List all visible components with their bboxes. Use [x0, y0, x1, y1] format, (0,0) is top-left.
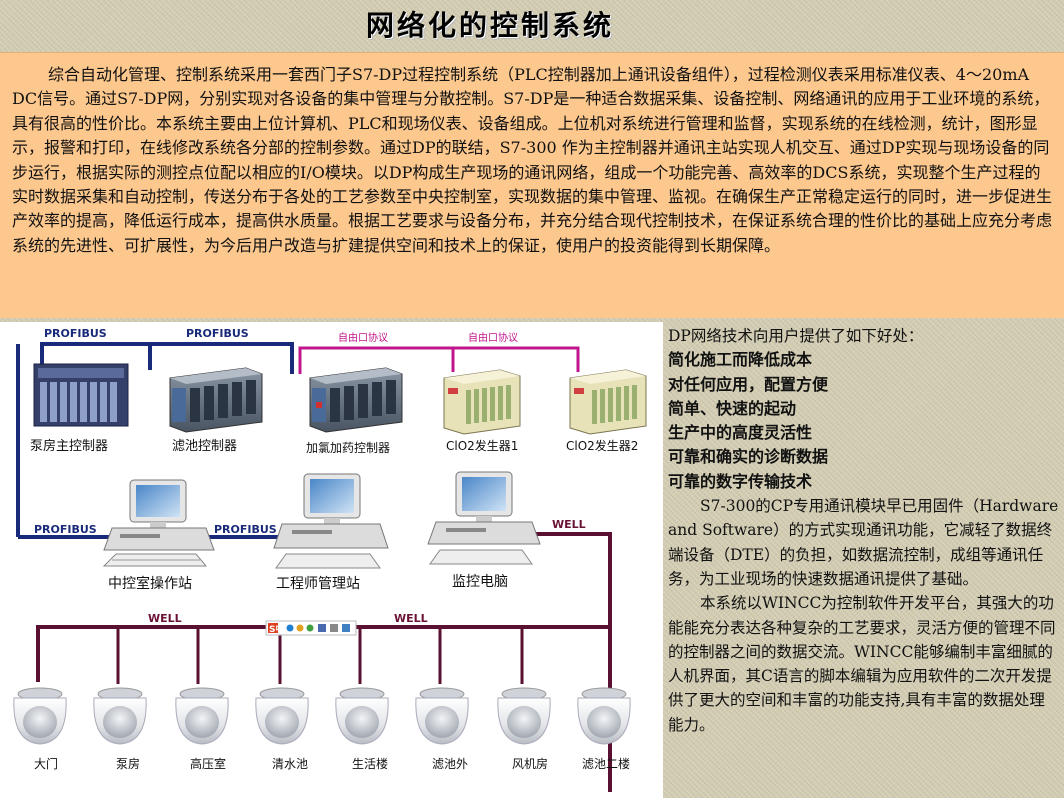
profibus-line-1	[40, 342, 152, 370]
side-panel: DP网络技术向用户提供了如下好处： 简化施工而降低成本 对任何应用，配置方便 简…	[668, 324, 1060, 796]
device-label-filter: 滤池控制器	[172, 439, 237, 454]
benefit-item: 生产中的高度灵活性	[668, 423, 813, 443]
bus-label-profibus-1: PROFIBUS	[44, 327, 107, 340]
dome-camera-icon	[497, 687, 551, 745]
device-label-clo2-1: ClO2发生器1	[446, 438, 518, 453]
camera-group	[13, 687, 631, 745]
clo2-generator-1-icon	[443, 369, 521, 435]
engineer-station-icon	[273, 473, 389, 569]
dome-camera-icon	[577, 687, 631, 745]
camera-label-hv-room: 高压室	[190, 756, 226, 771]
profibus-line-2	[150, 342, 294, 374]
dome-camera-icon	[13, 687, 67, 745]
benefit-item: 可靠的数字传输技术	[668, 471, 813, 491]
camera-label-pump-room: 泵房	[116, 756, 140, 771]
bus-label-protocol-1: 自由口协议	[338, 331, 388, 344]
dome-camera-icon	[415, 687, 469, 745]
benefit-item: 简单、快速的起动	[668, 398, 797, 418]
device-label-chlorine: 加氯加药控制器	[306, 441, 390, 455]
device-label-clo2-2: ClO2发生器2	[566, 438, 638, 453]
network-diagram: PROFIBUS PROFIBUS PROFIBUS PROFIBUS 自由口协…	[0, 322, 663, 798]
dome-camera-icon	[93, 687, 147, 745]
toolbar-letters: S中	[269, 623, 284, 635]
bus-label-profibus-2: PROFIBUS	[186, 327, 249, 340]
bus-label-well-3: WELL	[394, 612, 428, 625]
dome-camera-icon	[255, 687, 309, 745]
chlorine-dosing-controller-icon	[309, 367, 403, 433]
side-heading: DP网络技术向用户提供了如下好处：	[668, 327, 924, 345]
station-label-engineer: 工程师管理站	[276, 576, 360, 592]
benefit-item: 对任何应用，配置方便	[668, 374, 829, 394]
input-method-toolbar[interactable]: S中	[265, 620, 357, 636]
page-title: 网络化的控制系统	[365, 9, 614, 42]
camera-label-gate: 大门	[34, 756, 58, 771]
wincc-paragraph: 本系统以WINCC为控制软件开发平台，其强大的功能能充分表达各种复杂的工艺要求，…	[668, 594, 1056, 734]
bus-label-profibus-3: PROFIBUS	[34, 523, 97, 536]
protocol-line-1	[298, 346, 455, 374]
dome-camera-icon	[175, 687, 229, 745]
intro-paragraph: 综合自动化管理、控制系统采用一套西门子S7-DP过程控制系统（PLC控制器加上通…	[0, 52, 1064, 318]
camera-label-clear-pool: 清水池	[272, 757, 308, 771]
device-label-pump-master: 泵房主控制器	[30, 438, 108, 454]
bus-label-profibus-4: PROFIBUS	[214, 523, 277, 536]
camera-label-living-building: 生活楼	[352, 756, 388, 771]
benefit-item: 简化施工而降低成本	[668, 350, 813, 370]
monitor-pc-icon	[427, 471, 541, 565]
protocol-line-2	[453, 346, 580, 372]
well-line-1	[520, 532, 612, 792]
filter-controller-icon	[169, 367, 263, 433]
camera-label-filter-outside: 滤池外	[432, 757, 468, 771]
benefit-item: 可靠和确实的诊断数据	[668, 447, 829, 467]
station-label-monitor: 监控电脑	[452, 574, 508, 590]
cp-module-paragraph: S7-300的CP专用通讯模块早已用固件（Hardware and Softwa…	[668, 497, 1059, 588]
camera-label-filter-2nd-floor: 滤池二楼	[582, 756, 630, 771]
station-label-central: 中控室操作站	[108, 575, 192, 592]
dome-camera-icon	[335, 687, 389, 745]
bus-label-well-1: WELL	[552, 518, 586, 531]
central-control-station-icon	[102, 479, 215, 567]
well-line-2	[36, 625, 610, 682]
camera-label-fan-room: 风机房	[512, 756, 548, 771]
bus-label-well-2: WELL	[148, 612, 182, 625]
bus-label-protocol-2: 自由口协议	[468, 331, 518, 344]
clo2-generator-2-icon	[569, 369, 647, 435]
pump-master-controller-icon	[33, 363, 129, 427]
